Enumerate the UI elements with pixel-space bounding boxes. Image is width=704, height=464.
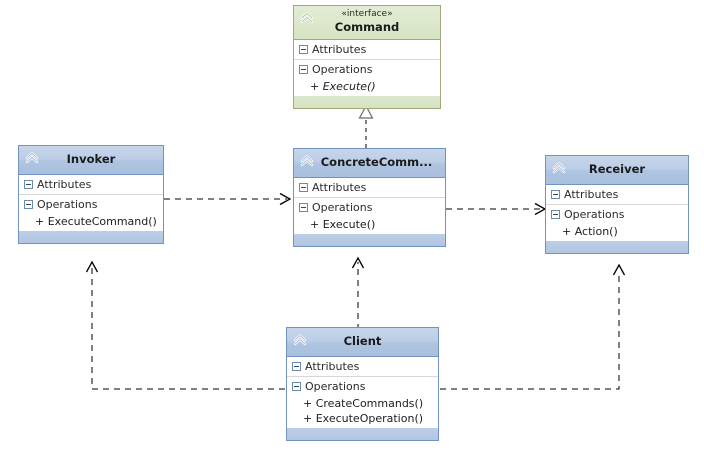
uml-class-client[interactable]: Client Attributes Operations + CreateCom… <box>286 327 439 441</box>
operations-section-invoker[interactable]: Operations <box>19 195 163 214</box>
class-name-client: Client <box>343 334 382 348</box>
operations-label: Operations <box>312 63 373 76</box>
attributes-section-concretecommand[interactable]: Attributes <box>294 178 445 198</box>
edge-client-depends-receiver <box>440 263 626 390</box>
operations-label: Operations <box>305 380 366 393</box>
class-header-concretecommand: ConcreteComm... <box>294 149 445 178</box>
edge-invoker-depends-concretecommand <box>164 192 292 206</box>
operation-item: + ExecuteOperation() <box>303 412 424 425</box>
operations-section-command[interactable]: Operations <box>294 60 440 79</box>
class-stereotype-command: «interface» <box>341 9 393 19</box>
operation-item: + Action() <box>562 225 618 238</box>
attributes-label: Attributes <box>564 188 619 201</box>
double-chevron-up-icon <box>292 332 308 348</box>
operations-section-client[interactable]: Operations <box>287 377 438 396</box>
class-footer-concretecommand <box>294 233 445 246</box>
attributes-section-client[interactable]: Attributes <box>287 357 438 377</box>
class-header-command: «interface» Command <box>294 6 440 40</box>
class-name-command: Command <box>334 20 400 34</box>
operation-item: + Execute() <box>310 218 376 231</box>
operations-list-client: + CreateCommands() + ExecuteOperation() <box>287 396 438 427</box>
attributes-label: Attributes <box>305 360 360 373</box>
class-footer-invoker <box>19 230 163 243</box>
collapse-minus-icon[interactable] <box>24 200 33 209</box>
edge-client-depends-concretecommand <box>351 256 365 330</box>
uml-class-command[interactable]: «interface» Command Attributes Operation… <box>293 5 441 109</box>
collapse-minus-icon[interactable] <box>551 210 560 219</box>
operations-label: Operations <box>37 198 98 211</box>
operations-list-invoker: + ExecuteCommand() <box>19 214 163 230</box>
class-name-concretecommand: ConcreteComm... <box>320 155 433 169</box>
collapse-minus-icon[interactable] <box>292 362 301 371</box>
edge-client-depends-invoker <box>85 260 285 390</box>
collapse-minus-icon[interactable] <box>551 190 560 199</box>
edge-concretecommand-realizes-command <box>358 104 374 148</box>
operation-item: + ExecuteCommand() <box>35 215 157 228</box>
collapse-minus-icon[interactable] <box>292 382 301 391</box>
collapse-minus-icon[interactable] <box>299 45 308 54</box>
operation-item: + Execute() <box>310 80 376 93</box>
class-name-receiver: Receiver <box>588 162 646 176</box>
attributes-section-receiver[interactable]: Attributes <box>546 185 688 205</box>
class-header-client: Client <box>287 328 438 357</box>
class-footer-receiver <box>546 240 688 253</box>
operations-list-receiver: + Action() <box>546 224 688 240</box>
operations-label: Operations <box>564 208 625 221</box>
operations-section-concretecommand[interactable]: Operations <box>294 198 445 217</box>
operation-item: + CreateCommands() <box>303 397 424 410</box>
double-chevron-up-icon <box>299 10 315 26</box>
class-header-receiver: Receiver <box>546 156 688 185</box>
double-chevron-up-icon <box>299 153 315 169</box>
uml-class-concretecommand[interactable]: ConcreteComm... Attributes Operations + … <box>293 148 446 247</box>
operations-section-receiver[interactable]: Operations <box>546 205 688 224</box>
double-chevron-up-icon <box>551 160 567 176</box>
attributes-label: Attributes <box>37 178 92 191</box>
operations-label: Operations <box>312 201 373 214</box>
attributes-section-command[interactable]: Attributes <box>294 40 440 60</box>
uml-class-invoker[interactable]: Invoker Attributes Operations + ExecuteC… <box>18 145 164 244</box>
attributes-section-invoker[interactable]: Attributes <box>19 175 163 195</box>
collapse-minus-icon[interactable] <box>299 203 308 212</box>
class-footer-command <box>294 95 440 108</box>
operations-list-concretecommand: + Execute() <box>294 217 445 233</box>
uml-class-receiver[interactable]: Receiver Attributes Operations + Action(… <box>545 155 689 254</box>
double-chevron-up-icon <box>24 150 40 166</box>
class-footer-client <box>287 427 438 440</box>
attributes-label: Attributes <box>312 43 367 56</box>
class-header-invoker: Invoker <box>19 146 163 175</box>
edge-concretecommand-depends-receiver <box>446 202 547 216</box>
class-name-invoker: Invoker <box>66 152 116 166</box>
collapse-minus-icon[interactable] <box>24 180 33 189</box>
operations-list-command: + Execute() <box>294 79 440 95</box>
attributes-label: Attributes <box>312 181 367 194</box>
collapse-minus-icon[interactable] <box>299 183 308 192</box>
collapse-minus-icon[interactable] <box>299 65 308 74</box>
